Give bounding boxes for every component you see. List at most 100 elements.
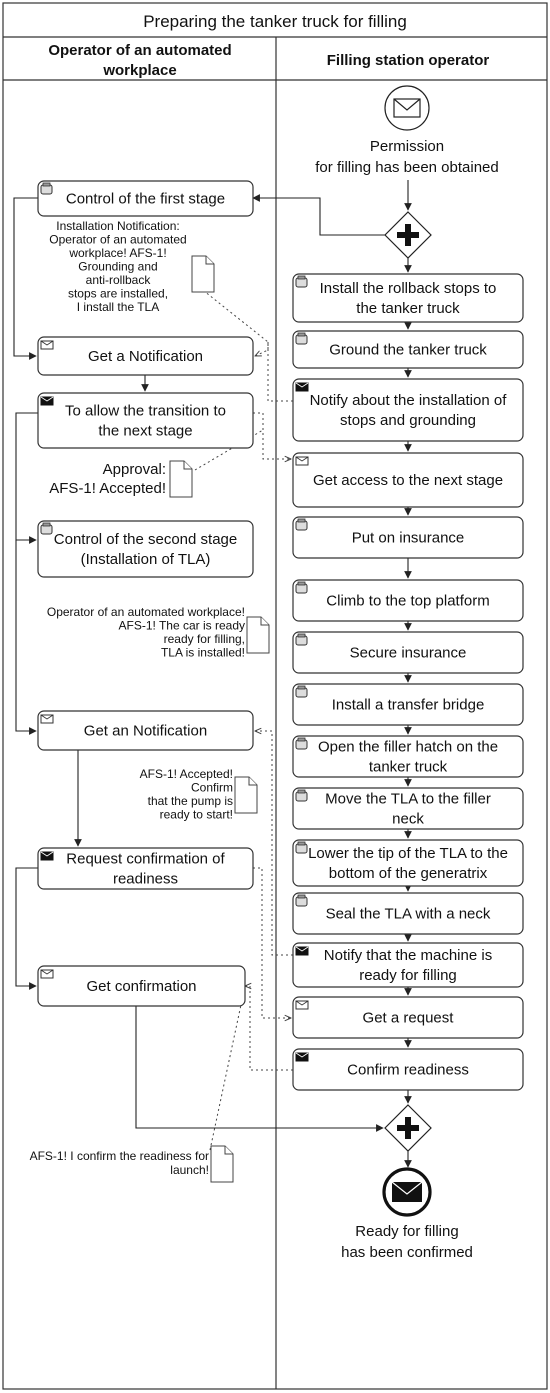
note-text: TLA is installed! xyxy=(161,646,245,660)
data-object-icon xyxy=(234,776,258,814)
send-envelope-icon xyxy=(295,946,309,956)
receive-envelope-icon xyxy=(295,456,309,466)
task-type-icon xyxy=(295,518,308,531)
lane-title-left-line2: workplace xyxy=(102,62,176,79)
note-text: AFS-1! Accepted! xyxy=(140,767,233,781)
receive-envelope-icon xyxy=(40,714,54,724)
send-envelope-icon xyxy=(40,396,54,406)
task-label: Install a transfer bridge xyxy=(332,697,485,714)
task-label: Secure insurance xyxy=(350,645,467,662)
end-event-label-line2: has been confirmed xyxy=(341,1244,473,1261)
note-text: anti-rollback xyxy=(86,273,152,287)
note-text: Installation Notification: xyxy=(56,219,179,233)
task-label: the tanker truck xyxy=(356,300,460,317)
parallel-gateway-split xyxy=(384,211,432,259)
task-climb[interactable]: Climb to the top platform xyxy=(292,579,524,622)
task-box xyxy=(292,273,524,323)
task-label: Lower the tip of the TLA to the xyxy=(308,845,508,862)
task-label: ready for filling xyxy=(359,967,457,984)
task-label: Open the filler hatch on the xyxy=(318,739,498,756)
task-type-icon xyxy=(295,332,308,345)
task-box xyxy=(292,996,524,1039)
task-insurance[interactable]: Put on insurance xyxy=(292,516,524,559)
pool-title: Preparing the tanker truck for filling xyxy=(143,12,407,31)
task-box xyxy=(37,392,254,449)
end-event xyxy=(382,1167,432,1217)
task-control1[interactable]: Control of the first stage xyxy=(37,180,254,217)
task-bridge[interactable]: Install a transfer bridge xyxy=(292,683,524,726)
parallel-gateway-join xyxy=(384,1104,432,1152)
task-type-icon xyxy=(295,841,308,854)
task-box xyxy=(292,516,524,559)
task-notif2[interactable]: Get an Notification xyxy=(37,710,254,751)
task-box xyxy=(292,330,524,369)
start-event-label-line2: for filling has been obtained xyxy=(315,159,498,176)
task-label: Seal the TLA with a neck xyxy=(326,906,491,923)
task-access[interactable]: Get access to the next stage xyxy=(292,452,524,508)
note-text: AFS-1! Accepted! xyxy=(49,480,166,497)
task-box xyxy=(37,965,246,1007)
data-object-icon xyxy=(246,616,270,654)
task-notif1[interactable]: Get a Notification xyxy=(37,336,254,376)
task-ground[interactable]: Ground the tanker truck xyxy=(292,330,524,369)
end-event-label-line1: Ready for filling xyxy=(355,1223,458,1240)
task-label: Get confirmation xyxy=(86,978,196,995)
note-text: Operator of an automated workplace! xyxy=(47,605,245,619)
receive-envelope-icon xyxy=(40,340,54,350)
task-label: To allow the transition to xyxy=(65,403,226,420)
send-envelope-icon xyxy=(295,382,309,392)
task-label: Get a request xyxy=(363,1010,455,1027)
note-text: ready to start! xyxy=(160,808,233,822)
data-notes: Installation Notification:Operator of an… xyxy=(30,219,270,1183)
task-type-icon xyxy=(40,522,53,535)
note-text: Grounding and xyxy=(78,260,157,274)
note-text: stops are installed, xyxy=(68,287,168,301)
note-n1: Installation Notification:Operator of an… xyxy=(49,219,215,314)
task-box xyxy=(292,735,524,778)
task-box xyxy=(292,787,524,830)
task-label: Get a Notification xyxy=(88,348,203,365)
note-text: workplace! AFS-1! xyxy=(68,246,166,260)
task-box xyxy=(37,520,254,578)
task-box xyxy=(37,847,254,890)
task-label: Request confirmation of xyxy=(66,851,225,868)
task-label: the next stage xyxy=(98,423,192,440)
task-allow[interactable]: To allow the transition to the next stage xyxy=(37,392,254,449)
task-label: Move the TLA to the filler xyxy=(325,791,491,808)
start-event xyxy=(384,85,430,131)
receive-envelope-icon xyxy=(295,1000,309,1010)
task-confirm[interactable]: Get confirmation xyxy=(37,965,246,1007)
task-box xyxy=(292,942,524,988)
task-getreq[interactable]: Get a request xyxy=(292,996,524,1039)
task-label: Ground the tanker truck xyxy=(329,342,487,359)
task-box xyxy=(37,336,254,376)
task-type-icon xyxy=(295,633,308,646)
task-box xyxy=(292,378,524,442)
task-seal[interactable]: Seal the TLA with a neck xyxy=(292,892,524,935)
data-object-icon xyxy=(210,1145,234,1183)
task-box xyxy=(292,452,524,508)
task-label: tanker truck xyxy=(369,759,448,776)
task-label: Get access to the next stage xyxy=(313,472,503,489)
note-text: Confirm xyxy=(191,781,233,795)
task-type-icon xyxy=(40,182,53,195)
task-type-icon xyxy=(295,581,308,594)
task-type-icon xyxy=(295,789,308,802)
task-type-icon xyxy=(295,894,308,907)
task-hatch[interactable]: Open the filler hatch on the tanker truck xyxy=(292,735,524,778)
lane-title-right: Filling station operator xyxy=(327,52,490,69)
task-secure[interactable]: Secure insurance xyxy=(292,631,524,674)
task-box xyxy=(292,683,524,726)
note-text: Operator of an automated xyxy=(49,233,186,247)
task-confirmready[interactable]: Confirm readiness xyxy=(292,1048,524,1091)
task-control2[interactable]: Control of the second stage(Installation… xyxy=(37,520,254,578)
task-label: Control of the first stage xyxy=(66,191,225,208)
